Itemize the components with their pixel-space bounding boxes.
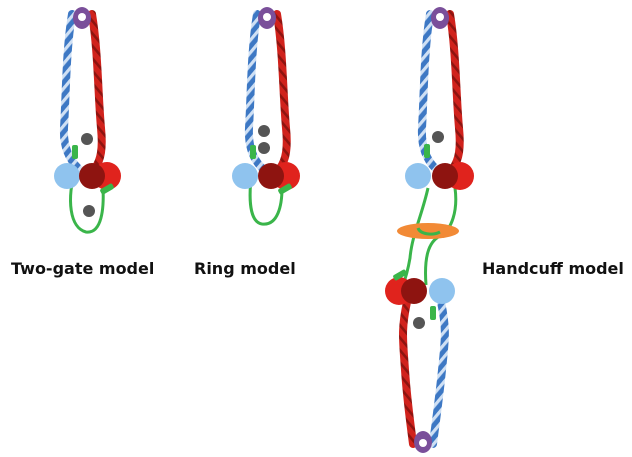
handcuff-model-label: Handcuff model [482,259,624,278]
ring-model-label: Ring model [194,259,296,278]
hinge-hole [419,439,427,447]
red-arm [92,14,102,168]
kleisin-tag [430,306,436,320]
red-head-icon [79,163,105,189]
dna-dot-icon [258,125,270,137]
two-gate-model-label: Two-gate model [11,259,154,278]
two-gate-complex [54,7,121,232]
ring-complex [232,7,300,224]
blue-head-icon [429,278,455,304]
dna-dot-icon [81,133,93,145]
red-head-icon [258,163,284,189]
bridging-protein-icon [397,223,459,239]
dna-dot-icon [413,317,425,329]
red-arm [403,302,413,444]
hinge-hole [78,13,86,21]
hinge-hole [436,13,444,21]
kleisin-tag [424,144,430,158]
blue-arm [433,302,445,444]
dna-dot-icon [432,131,444,143]
blue-arm [64,14,78,168]
red-head-icon [432,163,458,189]
red-arm [450,14,460,168]
hinge-hole [263,13,271,21]
red-arm [277,14,287,168]
blue-head-icon [54,163,80,189]
dna-dot-icon [83,205,95,217]
kleisin-tag [250,145,256,159]
blue-head-icon [405,163,431,189]
handcuff-complex [385,7,474,453]
kleisin-tag [72,145,78,159]
blue-head-icon [232,163,258,189]
red-head-icon [401,278,427,304]
dna-dot-icon [258,142,270,154]
